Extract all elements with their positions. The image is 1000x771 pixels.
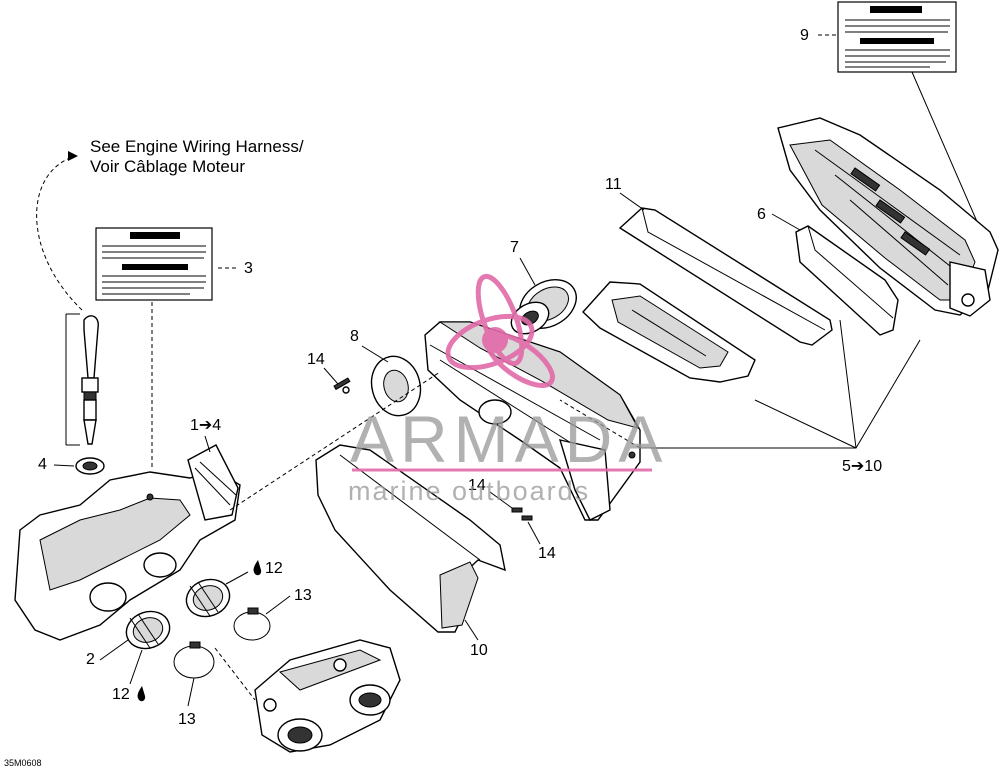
propeller-logo-icon [445, 273, 555, 388]
part-8-ring-gasket [370, 355, 422, 417]
part-3-caution-decal [95, 227, 213, 301]
part-11-gasket [618, 207, 833, 346]
air-silencer-cover [777, 117, 999, 317]
watermark: ARMADA marine outboards [348, 273, 668, 506]
part-9-caution-decal [837, 1, 957, 73]
wiring-reference-line-1: See Engine Wiring Harness/ [90, 137, 304, 156]
part-14-screw-bottom [521, 515, 533, 521]
callout-14-mid: 14 [468, 477, 486, 494]
throttle-body [254, 639, 401, 753]
callout-14-bottom: 14 [538, 545, 556, 562]
watermark-tagline: marine outboards [348, 476, 590, 506]
lubricant-drop-icon-upper [253, 560, 262, 576]
part-13-clamp-lower [173, 641, 215, 679]
callout-7: 7 [510, 239, 519, 256]
part-2-adaptor [125, 610, 171, 650]
callout-14-top: 14 [307, 351, 325, 368]
callout-3: 3 [244, 260, 253, 277]
callout-8: 8 [350, 328, 359, 345]
part-12-adaptor-upper [185, 578, 231, 618]
watermark-brand: ARMADA [350, 402, 668, 476]
callout-12-upper: 12 [265, 560, 283, 577]
callout-2: 2 [86, 651, 95, 668]
callout-4: 4 [38, 456, 47, 473]
callout-5-to-10: 5➔10 [842, 458, 882, 475]
wiring-reference-line-2: Voir Câblage Moteur [90, 157, 245, 176]
lubricant-drop-icon-lower [137, 686, 146, 702]
part-13-clamp-upper [233, 607, 271, 641]
callout-10: 10 [470, 642, 488, 659]
callout-6: 6 [757, 206, 766, 223]
part-14-screw-mid [511, 507, 523, 513]
reference-arrow-icon [68, 151, 78, 161]
silencer-base-tray [582, 281, 756, 383]
callout-1-to-4: 1➔4 [190, 417, 221, 434]
callout-13-upper: 13 [294, 587, 312, 604]
callout-11: 11 [605, 176, 622, 193]
part-7-fitting [510, 279, 577, 335]
part-14-screw-top [333, 377, 351, 394]
part-10-foam [315, 444, 506, 633]
wire-harness-grommet [65, 313, 99, 446]
callout-12-lower: 12 [112, 686, 130, 703]
part-6-foam-strip [795, 225, 899, 336]
part-4-grommet [75, 457, 105, 475]
callout-9: 9 [800, 27, 809, 44]
callout-13-lower: 13 [178, 711, 196, 728]
drawing-code: 35M0608 [4, 758, 42, 768]
air-intake-box [14, 444, 241, 641]
